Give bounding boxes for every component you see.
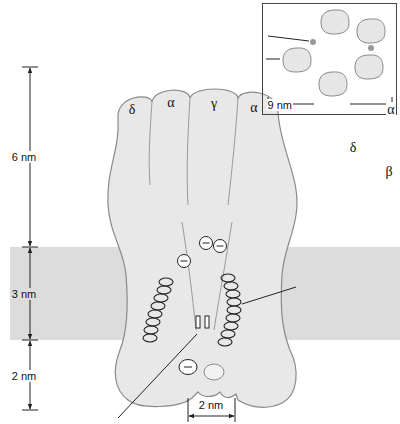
receptor-body: [108, 89, 297, 407]
subunit-outline: [355, 55, 383, 79]
subunit-label: α: [165, 95, 176, 110]
subunit-boundaries: [149, 98, 238, 330]
subunit-outline: [320, 9, 350, 35]
dimension-label: 2 nm: [10, 370, 38, 382]
subunit-label: δ: [127, 102, 138, 117]
subunit-outline: [319, 72, 347, 96]
alpha-helix: [218, 274, 241, 346]
binding-site-marker: [266, 36, 374, 59]
subunit-outline: [283, 48, 311, 72]
subunit-outline: [357, 19, 385, 43]
dimension-label: 2 nm: [197, 399, 225, 411]
subunit-outline: [282, 47, 312, 73]
subunit-label: β: [384, 164, 393, 180]
subunit-blob: α: [354, 54, 384, 80]
subunit-blob: β: [318, 71, 348, 97]
subunit-outline: [318, 71, 348, 97]
subunit-label: γ: [209, 96, 219, 111]
subunit-outline: [356, 18, 386, 44]
subunit-outline: [321, 10, 349, 34]
leader-line: [118, 287, 296, 418]
pore-lobe: [204, 364, 224, 380]
dimension-label: 6 nm: [10, 151, 38, 163]
dimension-label: 3 nm: [10, 288, 38, 300]
inset-box: αγδαβ9 nm: [262, 3, 397, 115]
subunit-blob: γ: [356, 18, 386, 44]
alpha-helix: [143, 278, 173, 342]
charge-symbol: [178, 237, 227, 375]
dimension-line: [22, 67, 392, 422]
subunit-blob: α: [320, 9, 350, 35]
subunit-label: α: [386, 102, 395, 118]
subunit-outline: [354, 54, 384, 80]
subunit-label: α: [248, 100, 259, 115]
gate-bars: [196, 316, 209, 328]
subunit-label: δ: [349, 140, 358, 156]
subunit-blob: δ: [282, 47, 312, 73]
dimension-label: 9 nm: [267, 99, 293, 111]
